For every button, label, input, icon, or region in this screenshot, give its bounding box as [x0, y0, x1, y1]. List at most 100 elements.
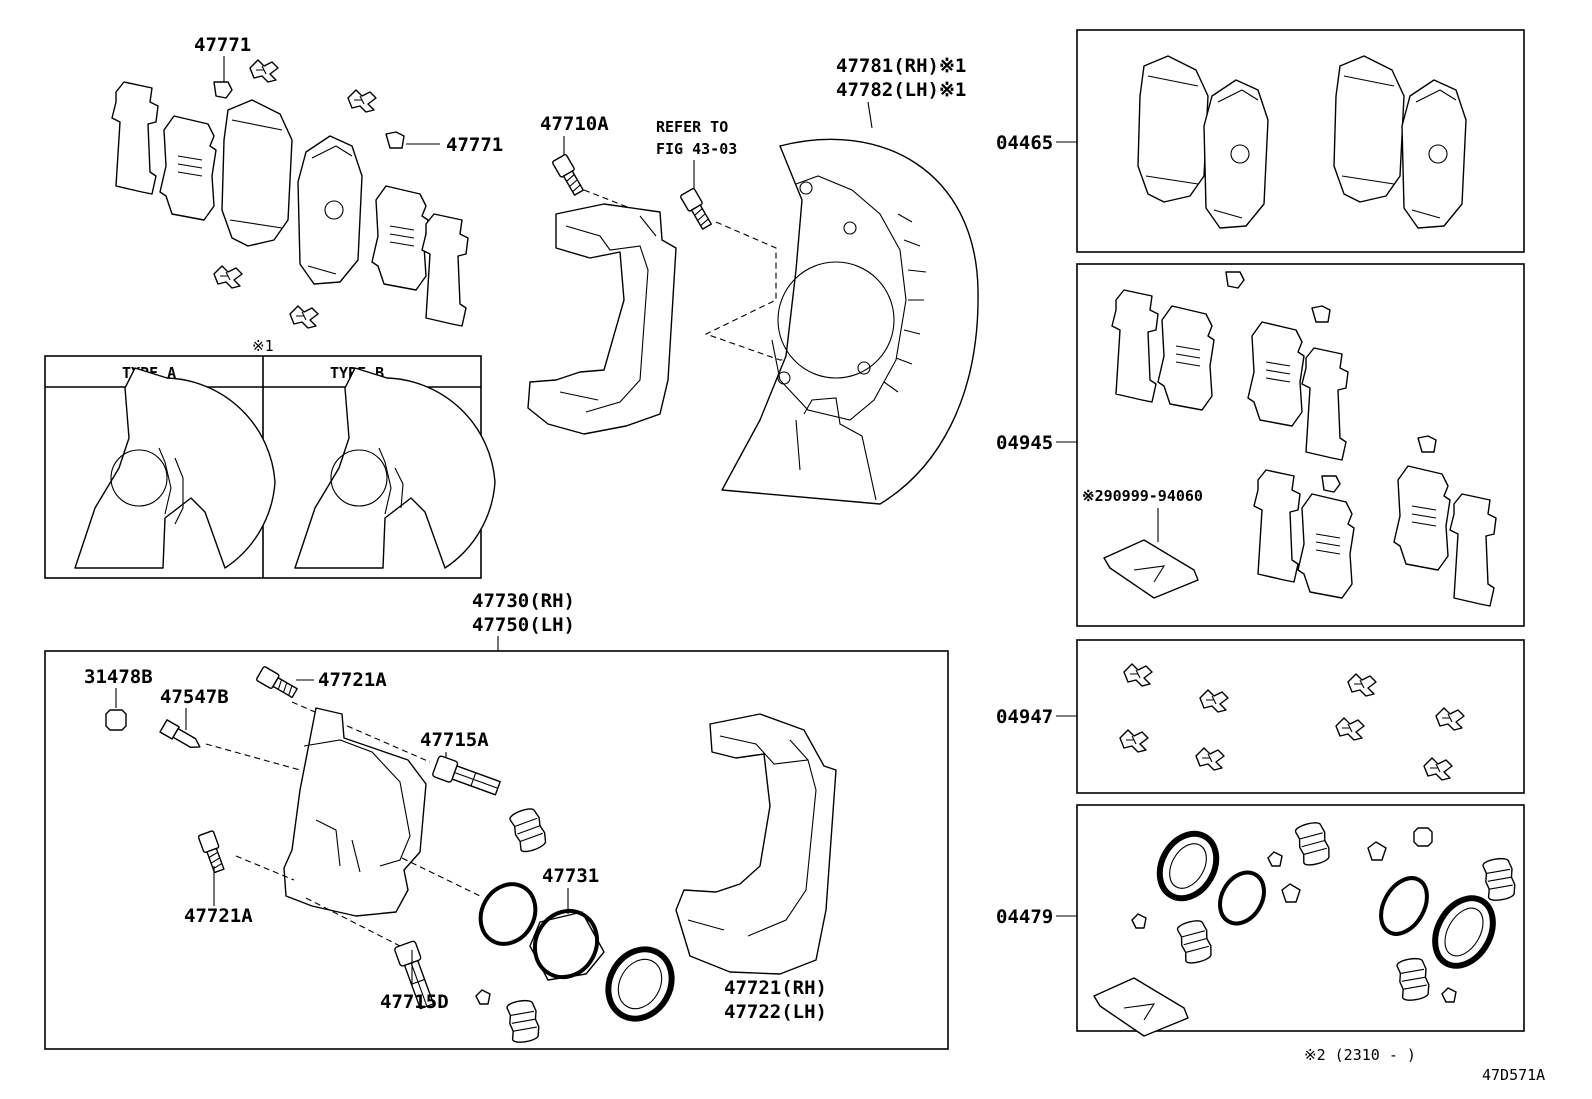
piston-seal-icon — [478, 882, 538, 946]
mounting-bolt-icon — [551, 153, 587, 198]
pad-wear-clip-icon — [249, 59, 279, 83]
label-caliper-rh: 47730(RH) — [472, 590, 575, 612]
caliper-cylinder-icon — [283, 707, 427, 917]
bleeder-plug-icon — [159, 719, 201, 748]
label-caliper-lh: 47750(LH) — [472, 614, 575, 636]
label-31478b: 31478B — [84, 666, 153, 688]
anti-squeal-shim-icon — [1111, 289, 1159, 403]
dust-shield-type-b-icon — [294, 367, 496, 569]
dust-shield-group: 47781(RH)※1 47782(LH)※1 — [721, 55, 979, 505]
grease-pack-icon — [1103, 539, 1199, 599]
bushing-icon — [1131, 913, 1147, 929]
pad-wear-clip-icon — [1347, 673, 1377, 697]
label-mount-lh: 47722(LH) — [724, 1001, 827, 1023]
label-shield-lh: 47782(LH)※1 — [836, 79, 966, 101]
cylinder-boot-icon — [605, 946, 675, 1022]
slide-pin-boot-icon — [1293, 819, 1333, 868]
caliper-mounting-bracket-icon — [527, 203, 677, 435]
brake-pad-icon — [1137, 55, 1209, 203]
label-04947: 04947 — [996, 706, 1053, 728]
pad-wear-clip-icon — [1195, 747, 1225, 771]
pad-wear-clip-icon — [1335, 717, 1365, 741]
label-04465: 04465 — [996, 132, 1053, 154]
bushing-icon — [1441, 987, 1457, 1003]
pad-clip-icon — [1417, 435, 1437, 453]
slide-pin-boot-icon — [505, 997, 542, 1045]
kit-04947-group: 04947 — [996, 639, 1525, 794]
brake-pad-icon — [1401, 79, 1467, 229]
caliper-mount-icon — [675, 713, 837, 975]
label-47710a: 47710A — [540, 113, 609, 135]
cylinder-boot-icon — [1156, 830, 1220, 902]
pad-clip-icon — [1311, 305, 1331, 323]
bleeder-cap-icon — [1413, 827, 1433, 847]
pad-wear-clip-icon — [1119, 729, 1149, 753]
pad-assembly-group: 47771 47771 — [111, 34, 503, 329]
label-type-note: ※1 — [252, 337, 274, 355]
pad-clip-icon — [385, 131, 405, 149]
bushing-icon — [475, 989, 491, 1005]
pad-wear-clip-icon — [1435, 707, 1465, 731]
brake-pad-icon — [297, 135, 363, 285]
pad-wear-clip-icon — [1199, 689, 1229, 713]
slide-pin-boot-icon — [507, 805, 550, 855]
label-shield-rh: 47781(RH)※1 — [836, 55, 966, 77]
guide-pin-bolt-icon — [197, 829, 228, 875]
mounting-bracket-group: 47710A REFER TO FIG 43-03 — [527, 113, 841, 435]
kit-04465-group: 04465 — [996, 29, 1525, 253]
caliper-assembly-group: 47730(RH) 47750(LH) 31478B 47547B 47721A… — [44, 590, 949, 1050]
grease-pack-icon — [1093, 977, 1189, 1037]
anti-squeal-shim-icon — [159, 115, 217, 221]
label-mount-rh: 47721(RH) — [724, 977, 827, 999]
pad-clip-icon — [1225, 271, 1245, 289]
slide-pin-icon — [432, 755, 501, 796]
anti-squeal-shim-icon — [1157, 305, 1215, 411]
shield-type-box: ※1 TYPE A TYPE B — [44, 337, 496, 579]
anti-squeal-shim-icon — [1253, 469, 1301, 583]
bleeder-plug-icon — [1367, 841, 1387, 861]
anti-squeal-shim-icon — [1297, 493, 1355, 599]
pad-clip-icon — [1321, 475, 1341, 493]
anti-squeal-shim-icon — [1449, 493, 1497, 607]
label-grease-ref: ※290999-94060 — [1082, 487, 1203, 505]
pad-wear-clip-icon — [347, 89, 377, 113]
brake-pad-icon — [221, 99, 293, 247]
pad-clip-icon — [213, 81, 233, 99]
anti-squeal-shim-icon — [421, 213, 469, 327]
slide-pin-boot-icon — [1395, 955, 1432, 1003]
anti-squeal-shim-icon — [1393, 465, 1451, 571]
brake-pad-icon — [1203, 79, 1269, 229]
label-47771-right: 47771 — [446, 134, 503, 156]
dust-shield-type-a-icon — [74, 367, 276, 569]
slide-pin-boot-icon — [1481, 855, 1518, 903]
bleeder-plug-icon — [1281, 883, 1301, 903]
pad-wear-clip-icon — [1123, 663, 1153, 687]
piston-icon — [529, 908, 605, 981]
cylinder-boot-icon — [1432, 895, 1496, 969]
label-47715a: 47715A — [420, 729, 489, 751]
label-04479: 04479 — [996, 906, 1053, 928]
bleeder-cap-icon — [105, 709, 127, 731]
anti-squeal-shim-icon — [111, 81, 159, 195]
kit-04479-group: 04479 — [996, 804, 1525, 1037]
label-refer-fig: FIG 43-03 — [656, 140, 737, 158]
bushing-icon — [1267, 851, 1283, 867]
anti-squeal-shim-icon — [371, 185, 429, 291]
label-04945: 04945 — [996, 432, 1053, 454]
pad-wear-clip-icon — [1423, 757, 1453, 781]
pad-wear-clip-icon — [289, 305, 319, 329]
label-47721a-top: 47721A — [318, 669, 387, 691]
label-47547b: 47547B — [160, 686, 229, 708]
kit-04945-group: 04945 ※290999-94060 — [996, 263, 1525, 627]
brake-pad-icon — [1333, 55, 1405, 203]
label-refer-to: REFER TO — [656, 118, 728, 136]
anti-squeal-shim-icon — [1247, 321, 1305, 427]
slide-pin-boot-icon — [1175, 917, 1215, 966]
disc-brake-dust-shield-icon — [721, 138, 979, 505]
label-47721a-bottom: 47721A — [184, 905, 253, 927]
piston-seal-icon — [1379, 876, 1429, 936]
diagram-code: 47D571A — [1482, 1066, 1545, 1084]
piston-seal-icon — [1218, 870, 1266, 926]
anti-squeal-shim-icon — [1301, 347, 1349, 461]
